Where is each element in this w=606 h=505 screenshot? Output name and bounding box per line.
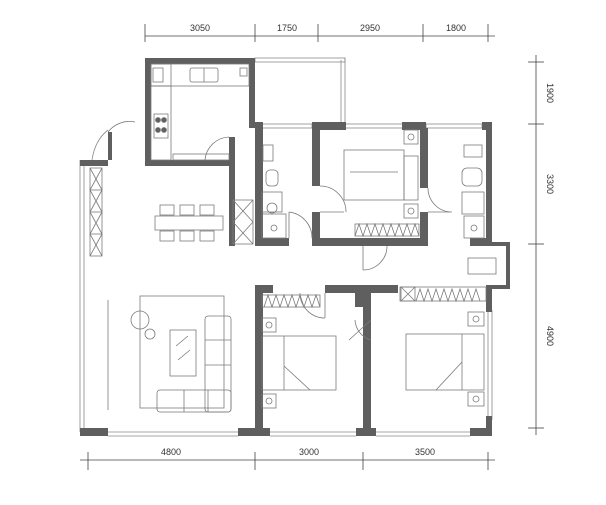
dim-top-1: 3050 bbox=[190, 23, 210, 33]
dim-right-2: 3300 bbox=[545, 174, 555, 194]
dim-top-3: 2950 bbox=[360, 23, 380, 33]
kitchen bbox=[150, 63, 250, 161]
bedroom-3 bbox=[399, 286, 487, 407]
dim-top-2: 1750 bbox=[277, 23, 297, 33]
dim-bottom-3: 3500 bbox=[415, 447, 435, 457]
bathroom-1 bbox=[261, 144, 287, 239]
living-room bbox=[107, 295, 232, 413]
dining-area bbox=[89, 167, 254, 257]
dimension-lines bbox=[80, 24, 544, 470]
dim-bottom-2: 3000 bbox=[299, 447, 319, 457]
walls bbox=[80, 58, 510, 436]
windows bbox=[79, 57, 493, 437]
doors bbox=[107, 121, 453, 341]
dim-bottom-1: 4800 bbox=[161, 447, 181, 457]
dim-top-4: 1800 bbox=[446, 23, 466, 33]
bathroom-2 bbox=[461, 144, 497, 275]
dim-right-1: 1900 bbox=[545, 83, 555, 103]
bedroom-2 bbox=[261, 293, 337, 409]
master-bedroom bbox=[343, 129, 420, 238]
dimension-labels: 3050 1750 2950 1800 4800 3000 3500 1900 … bbox=[161, 23, 555, 457]
dim-right-3: 4900 bbox=[545, 326, 555, 346]
